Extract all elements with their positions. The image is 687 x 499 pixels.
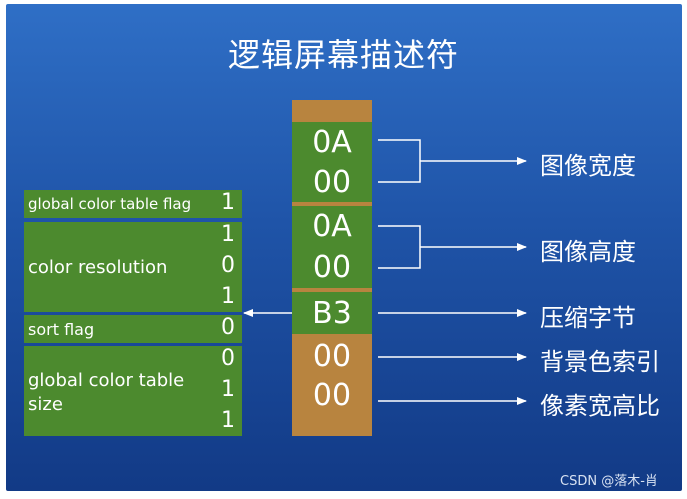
- watermark: CSDN @落木-肖: [560, 474, 658, 489]
- byte-cell-1: 0A: [292, 122, 372, 162]
- width-bracket: [378, 139, 421, 183]
- flag-sort-bit: 0: [221, 315, 235, 340]
- byte-cell-7: 00: [292, 378, 372, 436]
- byte-cell-2: 00: [292, 162, 372, 202]
- label-packed-byte: 压缩字节: [540, 304, 636, 332]
- byte-cell-4: 00: [292, 246, 372, 288]
- byte-cell-5: B3: [292, 292, 372, 334]
- flag-gct-size-bit-2: 1: [221, 377, 235, 402]
- flag-color-res-label: color resolution: [28, 257, 168, 278]
- flag-gct-size-label-1: global color table: [28, 370, 185, 391]
- flag-color-res-bit-3: 1: [221, 284, 235, 309]
- flag-gct-size-bit-3: 1: [221, 408, 235, 433]
- byte-divider: [292, 202, 372, 206]
- flag-sort-label: sort flag: [28, 320, 95, 339]
- byte-cell-3: 0A: [292, 206, 372, 246]
- label-image-width: 图像宽度: [540, 152, 636, 180]
- flag-color-res-bit-2: 0: [221, 253, 235, 278]
- flag-gct-size-label-2: size: [28, 394, 63, 415]
- flag-gct-box: global color table flag 1: [24, 190, 242, 218]
- label-pixel-aspect: 像素宽高比: [540, 392, 660, 420]
- flag-color-res-box: color resolution 1 0 1: [24, 222, 242, 312]
- byte-cell-6: 00: [292, 334, 372, 378]
- flag-gct-size-bit-1: 0: [221, 346, 235, 371]
- byte-cell-7-text: 00: [312, 378, 352, 413]
- flag-gct-bit: 1: [221, 190, 235, 215]
- byte-column-top-cap: [292, 100, 372, 122]
- slide-title: 逻辑屏幕描述符: [227, 36, 459, 74]
- flag-gct-size-box: global color table size 0 1 1: [24, 346, 242, 436]
- byte-divider: [292, 288, 372, 292]
- label-bg-color-index: 背景色索引: [540, 348, 660, 376]
- flag-color-res-bit-1: 1: [221, 222, 235, 247]
- label-image-height: 图像高度: [540, 238, 636, 266]
- flag-gct-label: global color table flag: [28, 195, 192, 213]
- flag-sort-box: sort flag 0: [24, 315, 242, 343]
- height-bracket: [378, 225, 421, 269]
